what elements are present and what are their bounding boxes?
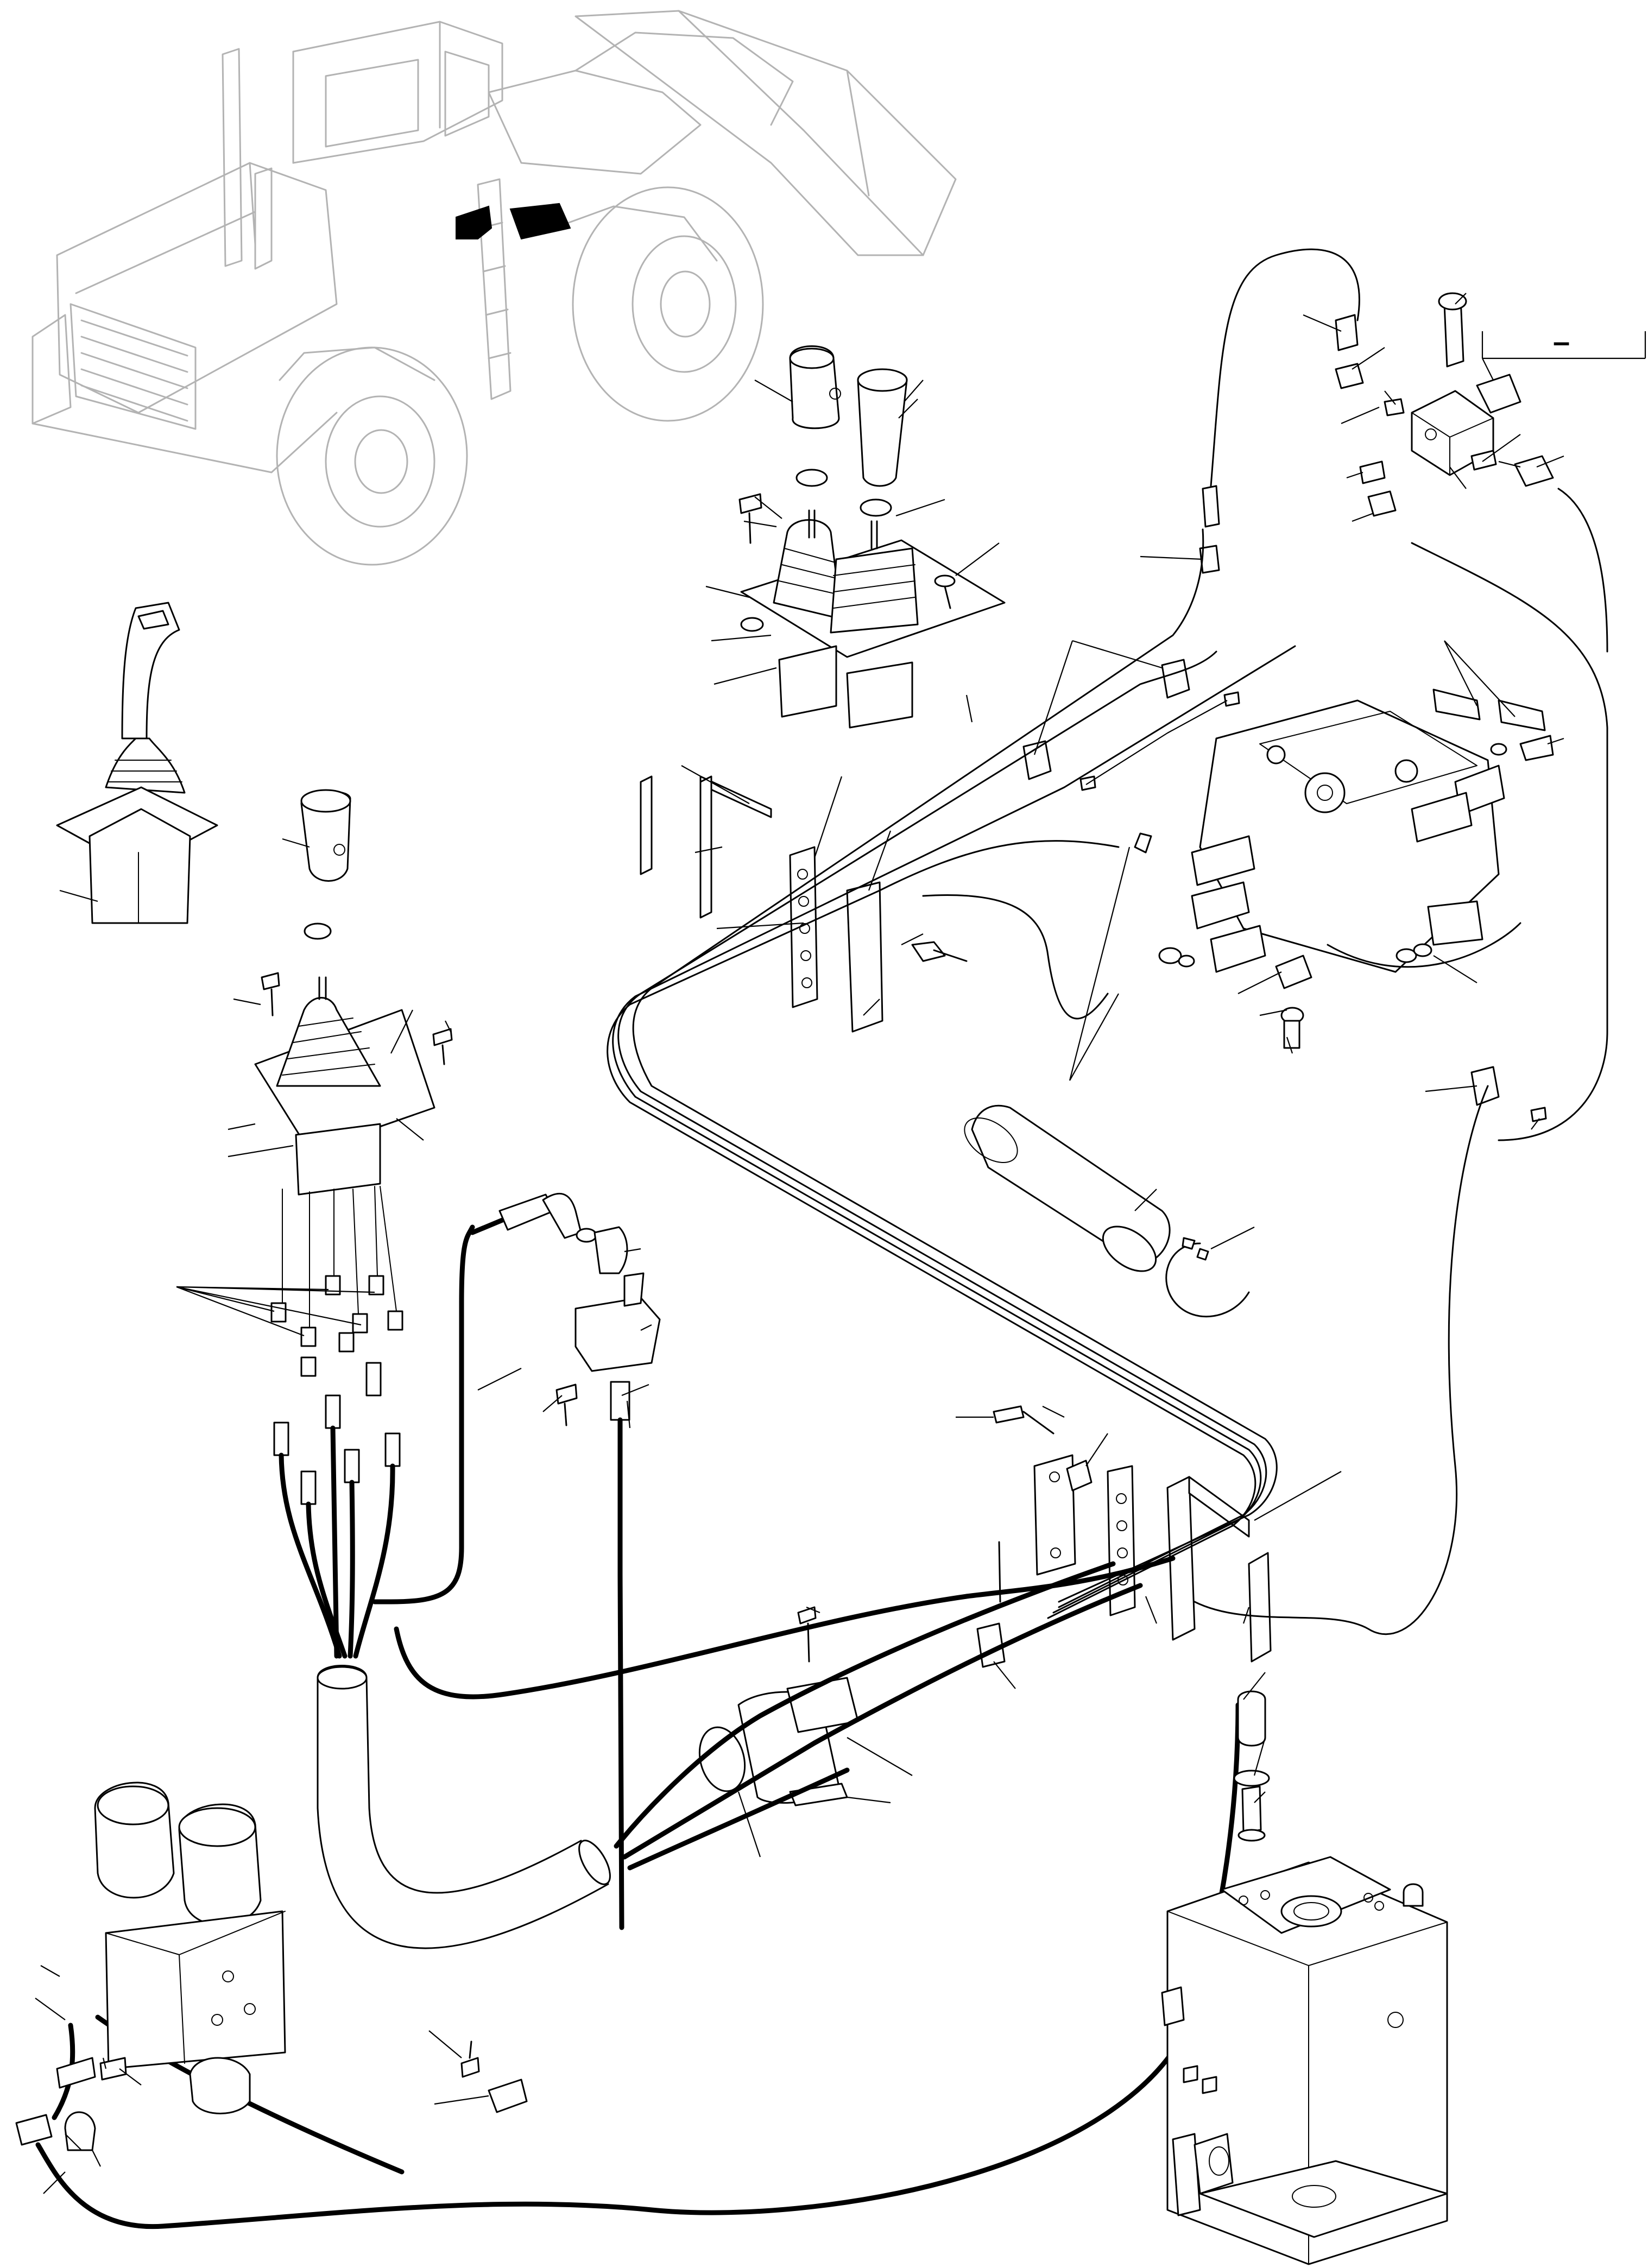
single-lever-valve-assembly [254, 789, 453, 1196]
wheel-loader-illustration [31, 10, 957, 566]
joystick-control-lever [56, 602, 218, 924]
elbow-fitting-group [498, 1192, 661, 1930]
pilot-hose-bundle [279, 1216, 508, 1659]
view-tag-label: – [1553, 324, 1570, 358]
hose-protector-sleeve [317, 1665, 611, 1949]
bracket-upper [640, 775, 968, 1033]
pilot-hose-fittings [270, 1186, 403, 1505]
callout-leaders [35, 293, 1646, 2194]
pipe-clamp-center [698, 1541, 1006, 1806]
main-control-valve [1134, 688, 1554, 1049]
pipe-section-and-snap-ring [964, 1104, 1250, 1318]
bracket-lower [993, 1405, 1272, 1663]
accumulator-assembly [15, 1781, 528, 2151]
twin-control-lever-assembly [738, 345, 1006, 729]
manifold-block [1199, 292, 1554, 574]
steel-tube-runs [607, 248, 1608, 1635]
tube-clamps [1022, 659, 1547, 1122]
hydraulic-tank [1161, 1690, 1448, 2265]
